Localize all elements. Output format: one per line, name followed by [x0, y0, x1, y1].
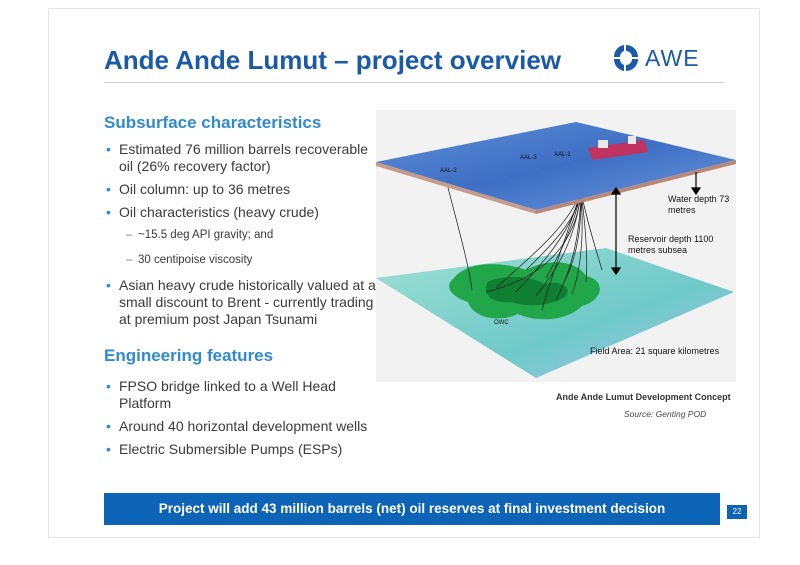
summary-banner: Project will add 43 million barrels (net… [104, 493, 720, 525]
list-item: Electric Submersible Pumps (ESPs) [104, 441, 376, 458]
list-item: Oil column: up to 36 metres [104, 181, 376, 198]
list-item: FPSO bridge linked to a Well Head Platfo… [104, 378, 376, 412]
development-concept-figure: AAL-2 AAL-3 AAL-1 OWC Water depth 73 met… [376, 110, 736, 382]
figure-caption: Ande Ande Lumut Development Concept [556, 392, 731, 402]
list-item: Asian heavy crude historically valued at… [104, 277, 376, 328]
well-label: AAL-3 [520, 155, 537, 161]
water-depth-label: Water depth 73 metres [668, 194, 730, 215]
slide-frame [48, 8, 760, 538]
slide-title: Ande Ande Lumut – project overview [104, 45, 562, 75]
owc-label: OWC [494, 320, 509, 326]
sub-list-item: 30 centipoise viscosity [104, 252, 376, 269]
engineering-heading: Engineering features [104, 346, 274, 365]
well-label: AAL-1 [554, 152, 571, 158]
list-item: Oil characteristics (heavy crude) [104, 204, 376, 221]
field-diagram-illustration [376, 122, 736, 378]
field-area-label: Field Area: 21 square kilometres [590, 346, 720, 356]
subsurface-heading: Subsurface characteristics [104, 113, 322, 132]
figure-source: Source: Genting POD [624, 409, 707, 419]
logo-text: AWE [645, 45, 700, 71]
awe-logo-icon [613, 45, 638, 71]
list-item: Around 40 horizontal development wells [104, 418, 376, 435]
engineering-list: FPSO bridge linked to a Well Head Platfo… [104, 378, 376, 464]
subsurface-list: Estimated 76 million barrels recoverable… [104, 141, 376, 334]
sub-list-item: ~15.5 deg API gravity; and [104, 227, 376, 244]
reservoir-depth-label: Reservoir depth 1100 metres subsea [628, 234, 714, 255]
well-label: AAL-2 [440, 168, 457, 174]
page-number: 22 [727, 505, 747, 519]
list-item: Estimated 76 million barrels recoverable… [104, 141, 376, 175]
title-divider [104, 82, 724, 83]
